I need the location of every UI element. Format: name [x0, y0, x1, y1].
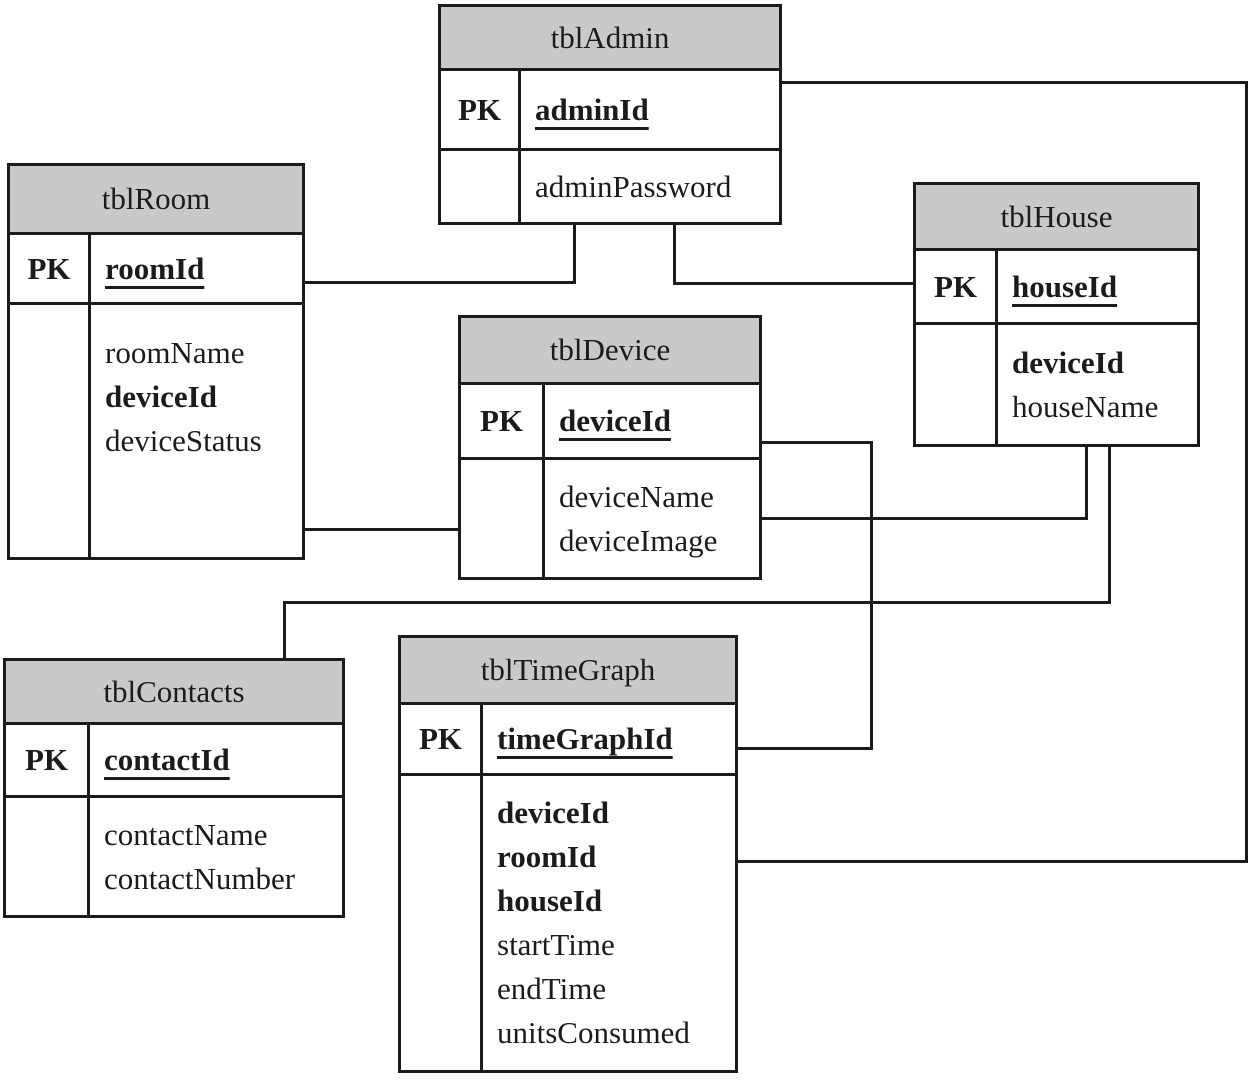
pk-label: PK	[441, 71, 521, 148]
field-name: roomName	[105, 335, 245, 370]
pk-spacer	[461, 460, 545, 577]
table-title: tblTimeGraph	[401, 638, 735, 705]
pk-field-name: contactId	[104, 742, 230, 777]
fields-row: adminPassword	[441, 151, 779, 222]
field-name: deviceStatus	[105, 423, 262, 458]
pk-field-name: deviceId	[559, 403, 671, 438]
pk-field-name: houseId	[1012, 268, 1118, 304]
table-tblHouse: tblHouse PK houseId deviceId houseName	[913, 182, 1200, 447]
pk-spacer	[6, 798, 90, 915]
connector-house-contacts-horizontal	[283, 601, 1111, 604]
table-title: tblAdmin	[441, 7, 779, 71]
pk-label: PK	[461, 385, 545, 457]
fields-row: deviceName deviceImage	[461, 460, 759, 577]
pk-row: PK deviceId	[461, 385, 759, 460]
connector-admin-timegraph-top	[780, 81, 1248, 84]
connector-house-contacts-vertical-right	[1108, 447, 1111, 604]
pk-label: PK	[401, 705, 483, 773]
table-title: tblDevice	[461, 318, 759, 385]
pk-label: PK	[916, 251, 998, 322]
pk-field-name: adminId	[535, 91, 649, 127]
table-title: tblHouse	[916, 185, 1197, 251]
field-name: houseName	[1012, 388, 1159, 424]
pk-label: PK	[10, 235, 91, 302]
connector-device-house-vertical	[1085, 447, 1088, 520]
field-list: adminPassword	[521, 151, 779, 222]
field-list: roomName deviceId deviceStatus	[91, 305, 302, 557]
field-name: unitsConsumed	[497, 1015, 690, 1050]
field-name: houseId	[497, 883, 603, 918]
pk-field-cell: roomId	[91, 235, 302, 302]
field-name: deviceId	[1012, 344, 1124, 380]
field-name: startTime	[497, 927, 615, 962]
connector-admin-room-horizontal	[305, 281, 576, 284]
connector-device-timegraph-bottom	[738, 747, 873, 750]
field-name: endTime	[497, 971, 607, 1006]
field-name: deviceId	[497, 795, 609, 830]
field-name: adminPassword	[535, 168, 732, 204]
field-name: roomId	[497, 839, 597, 874]
pk-row: PK roomId	[10, 235, 302, 305]
table-tblContacts: tblContacts PK contactId contactName con…	[3, 658, 345, 918]
field-list: contactName contactNumber	[90, 798, 342, 915]
field-name: contactNumber	[104, 860, 296, 896]
connector-admin-timegraph-bottom	[738, 860, 1248, 863]
connector-device-house-horizontal	[762, 517, 1088, 520]
field-list: deviceName deviceImage	[545, 460, 759, 577]
pk-row: PK timeGraphId	[401, 705, 735, 776]
field-name: deviceName	[559, 478, 714, 514]
field-list: deviceId roomId houseId startTime endTim…	[483, 776, 735, 1070]
connector-device-timegraph-top	[762, 441, 873, 444]
pk-label: PK	[6, 725, 90, 795]
table-tblDevice: tblDevice PK deviceId deviceName deviceI…	[458, 315, 762, 580]
pk-field-cell: timeGraphId	[483, 705, 735, 773]
pk-row: PK adminId	[441, 71, 779, 151]
fields-row: deviceId roomId houseId startTime endTim…	[401, 776, 735, 1070]
pk-spacer	[10, 305, 91, 557]
pk-field-cell: adminId	[521, 71, 779, 148]
fields-row: contactName contactNumber	[6, 798, 342, 915]
pk-spacer	[916, 325, 998, 444]
pk-field-cell: deviceId	[545, 385, 759, 457]
fields-row: roomName deviceId deviceStatus	[10, 305, 302, 557]
table-tblRoom: tblRoom PK roomId roomName deviceId devi…	[7, 163, 305, 560]
connector-device-timegraph-vertical	[870, 441, 873, 750]
table-tblAdmin: tblAdmin PK adminId adminPassword	[438, 4, 782, 225]
pk-field-cell: houseId	[998, 251, 1197, 322]
field-name: contactName	[104, 816, 268, 852]
pk-field-name: roomId	[105, 250, 205, 286]
field-name: deviceId	[105, 379, 217, 414]
pk-row: PK contactId	[6, 725, 342, 798]
connector-house-contacts-vertical-left	[283, 601, 286, 658]
field-list: deviceId houseName	[998, 325, 1197, 444]
table-title: tblContacts	[6, 661, 342, 725]
connector-admin-room-vertical	[573, 225, 576, 284]
connector-admin-house-vertical	[673, 225, 676, 285]
field-name: deviceImage	[559, 522, 718, 558]
connector-admin-timegraph-vertical	[1245, 81, 1248, 863]
fields-row: deviceId houseName	[916, 325, 1197, 444]
table-title: tblRoom	[10, 166, 302, 235]
pk-spacer	[401, 776, 483, 1070]
pk-spacer	[441, 151, 521, 222]
connector-admin-house-horizontal	[673, 282, 913, 285]
pk-field-cell: contactId	[90, 725, 342, 795]
pk-field-name: timeGraphId	[497, 721, 673, 756]
table-tblTimeGraph: tblTimeGraph PK timeGraphId deviceId roo…	[398, 635, 738, 1073]
connector-room-device-horizontal	[305, 528, 458, 531]
pk-row: PK houseId	[916, 251, 1197, 325]
